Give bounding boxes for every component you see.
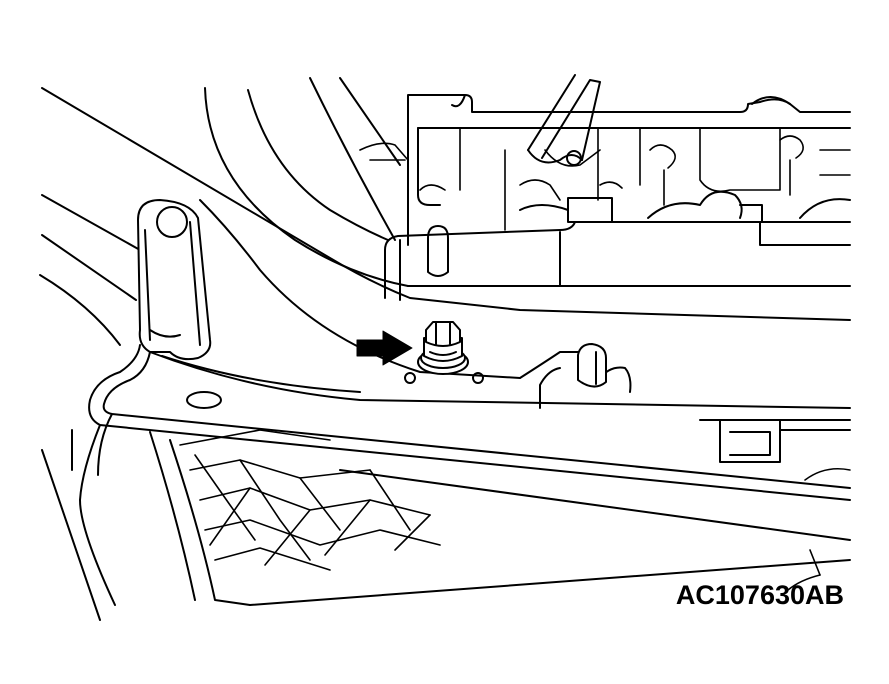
oil-pan xyxy=(41,199,851,621)
housing-upper xyxy=(359,74,851,246)
pointer-arrow-icon xyxy=(356,330,413,366)
housing-lower-block xyxy=(384,221,851,301)
locating-boss xyxy=(577,343,607,388)
support-bracket xyxy=(137,199,484,409)
figure-id-label: AC107630AB xyxy=(675,580,844,610)
frame-rails xyxy=(39,77,851,346)
drain-plug xyxy=(417,321,469,375)
mesh-pattern xyxy=(179,429,441,571)
